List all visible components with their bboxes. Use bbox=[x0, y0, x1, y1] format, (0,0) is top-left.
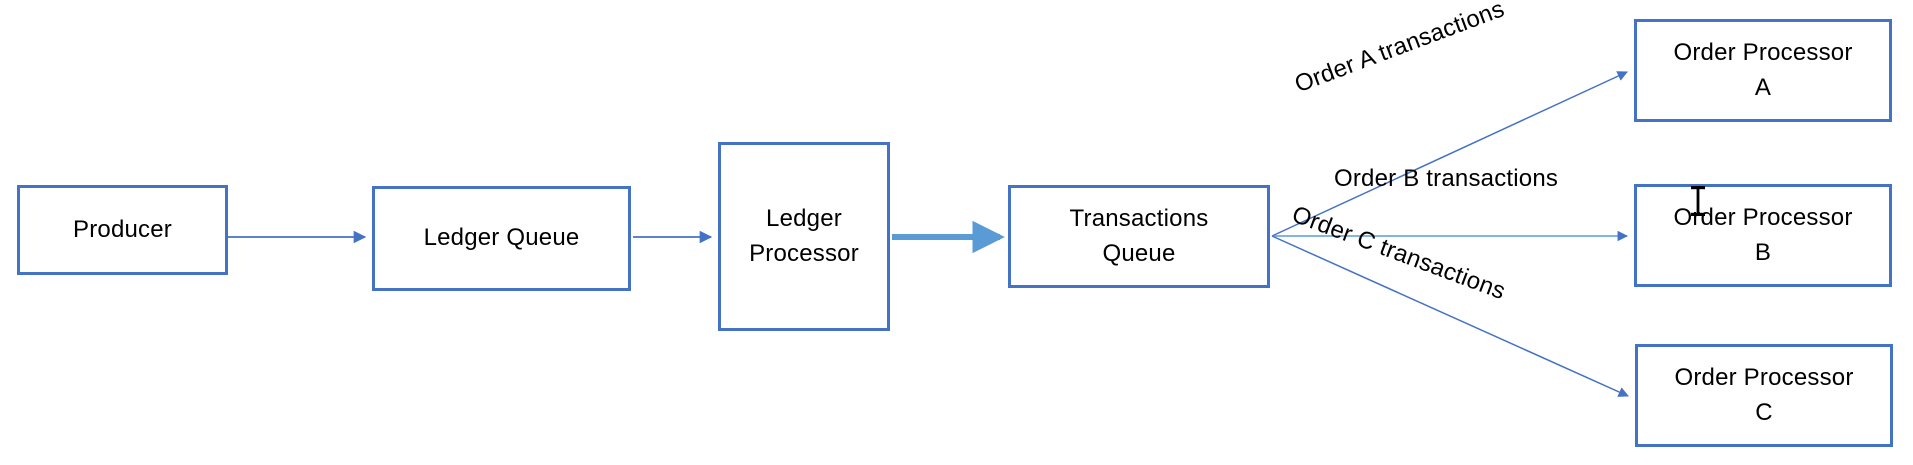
node-ledger-queue-label: Ledger Queue bbox=[423, 224, 580, 252]
node-order-processor-b[interactable]: Order Processor B bbox=[1634, 184, 1892, 287]
node-order-processor-a-label: Order Processor A bbox=[1673, 39, 1853, 101]
edge-label-order-c-transactions: Order C transactions bbox=[1288, 200, 1510, 306]
node-transactions-queue[interactable]: Transactions Queue bbox=[1008, 185, 1270, 288]
edge-label-order-b-transactions: Order B transactions bbox=[1334, 165, 1559, 192]
edge-label-order-a-transactions: Order A transactions bbox=[1291, 0, 1508, 99]
node-ledger-processor-label: Ledger Processor bbox=[749, 205, 859, 267]
node-order-processor-c[interactable]: Order Processor C bbox=[1635, 344, 1893, 447]
node-ledger-processor[interactable]: Ledger Processor bbox=[718, 142, 890, 331]
node-order-processor-a[interactable]: Order Processor A bbox=[1634, 19, 1892, 122]
node-producer-label: Producer bbox=[73, 215, 172, 243]
node-transactions-queue-label: Transactions Queue bbox=[1069, 205, 1209, 267]
node-order-processor-c-label: Order Processor C bbox=[1674, 364, 1854, 426]
node-ledger-queue[interactable]: Ledger Queue bbox=[372, 186, 631, 291]
node-producer[interactable]: Producer bbox=[17, 185, 228, 275]
node-order-processor-b-label: Order Processor B bbox=[1673, 204, 1853, 266]
